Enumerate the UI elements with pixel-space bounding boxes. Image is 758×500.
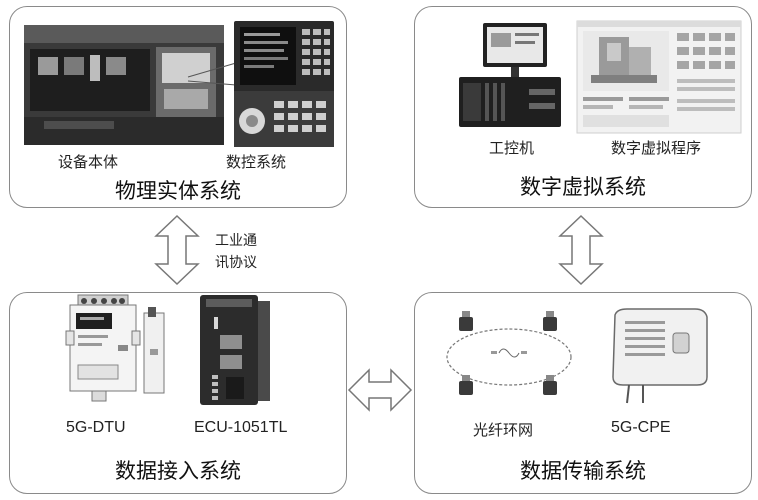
physical-system-panel: 设备本体 数控系统 物理实体系统 — [9, 6, 347, 208]
zoom-connector — [187, 62, 237, 86]
transmission-system-panel: 光纤环网 5G-CPE 数据传输系统 — [414, 292, 752, 494]
left-vertical-double-arrow — [154, 214, 200, 286]
cnc-caption: 数控系统 — [226, 153, 287, 171]
program-caption: 数字虚拟程序 — [611, 139, 702, 157]
ecu-device-image — [200, 295, 270, 405]
digital-system-panel: 工控机 数字虚拟程序 数字虚拟系统 — [414, 6, 752, 208]
physical-system-title: 物理实体系统 — [115, 179, 241, 203]
cnc-panel-image — [234, 21, 334, 147]
dtu-device-image — [65, 294, 165, 402]
fiber-ring-diagram — [446, 311, 572, 395]
machine-tool-image — [24, 25, 224, 145]
ring-caption: 光纤环网 — [473, 421, 534, 439]
horizontal-double-arrow — [347, 368, 413, 412]
cpe-caption: 5G-CPE — [611, 419, 671, 436]
access-system-title: 数据接入系统 — [115, 459, 241, 483]
ipc-caption: 工控机 — [489, 139, 535, 157]
dtu-caption: 5G-DTU — [66, 419, 126, 436]
virtual-program-screenshot — [576, 20, 742, 134]
cpe-device-image — [612, 308, 708, 404]
ecu-caption: ECU-1051TL — [194, 419, 288, 436]
right-vertical-double-arrow — [558, 214, 604, 286]
access-system-panel: 5G-DTU ECU-1051TL 数据接入系统 — [9, 292, 347, 494]
industrial-pc-image — [459, 23, 561, 127]
protocol-label: 工业通 讯协议 — [215, 230, 257, 274]
digital-system-title: 数字虚拟系统 — [520, 175, 646, 199]
equipment-caption: 设备本体 — [58, 153, 119, 171]
protocol-label-line1: 工业通 — [215, 233, 257, 249]
protocol-label-line2: 讯协议 — [215, 255, 257, 271]
transmission-system-title: 数据传输系统 — [520, 459, 646, 483]
